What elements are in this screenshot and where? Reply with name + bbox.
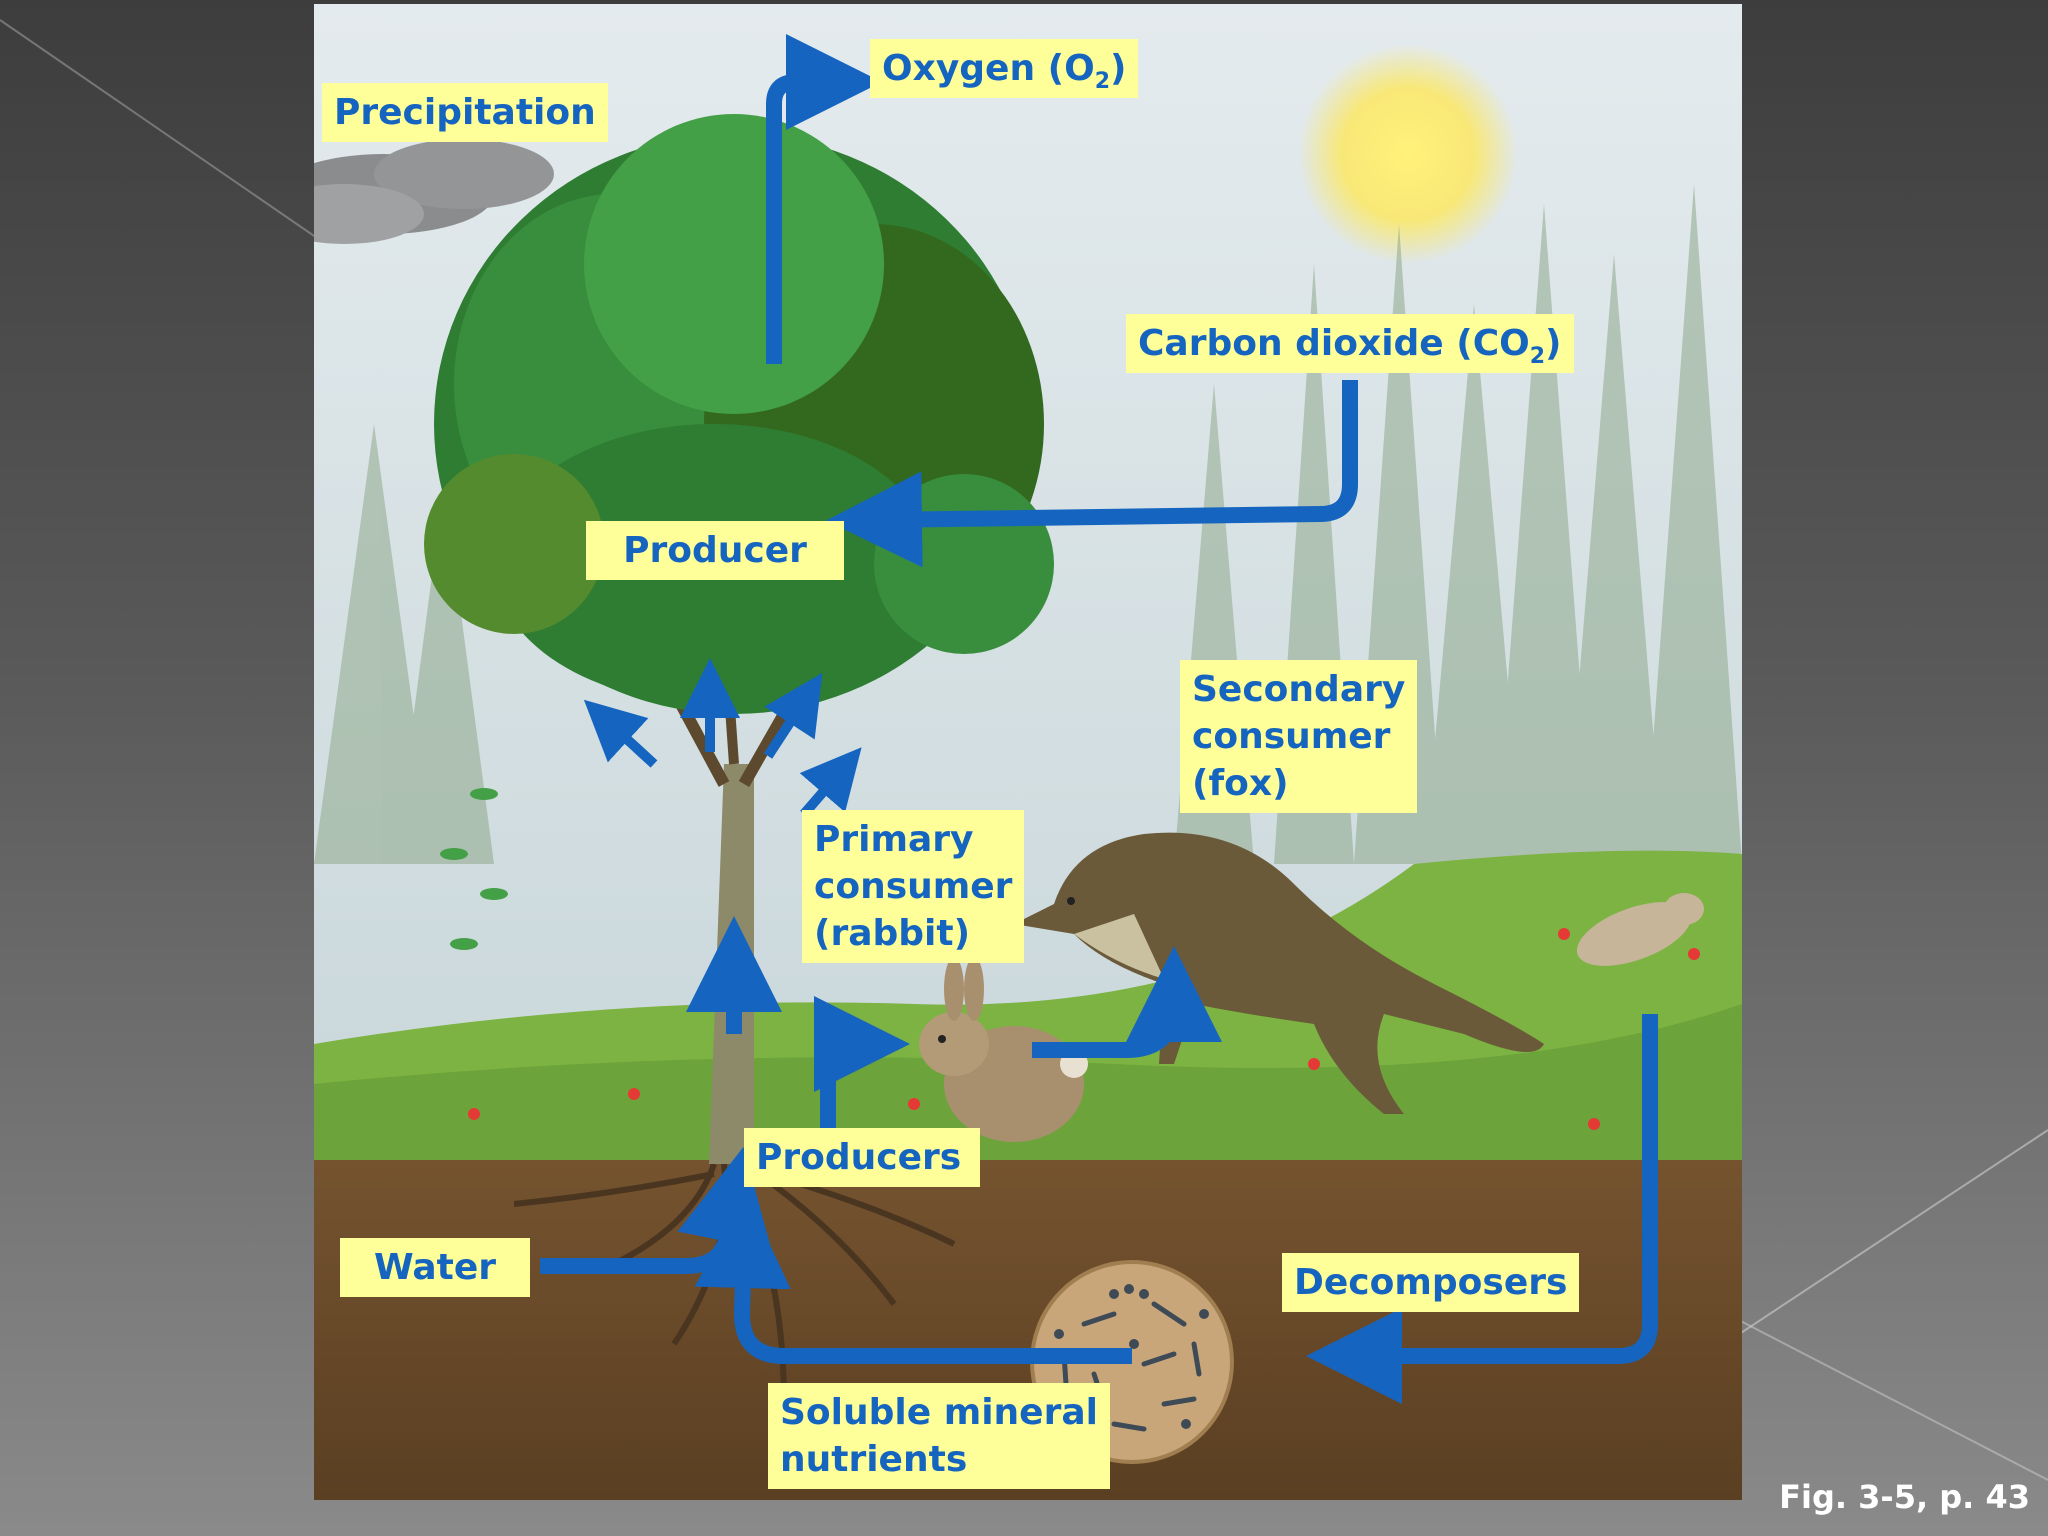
label-producers: Producers [744, 1128, 980, 1187]
primary-consumer-line-1: Primary [814, 819, 974, 860]
secondary-consumer-line-2: consumer [1192, 716, 1391, 757]
decomposer-arrow [1306, 1014, 1658, 1404]
figure-caption: Fig. 3-5, p. 43 [1779, 1478, 2030, 1516]
nutrients-arrow [694, 1192, 1132, 1364]
label-secondary-consumer: Secondary consumer (fox) [1180, 660, 1418, 813]
flow-arrows [540, 34, 1658, 1404]
primary-consumer-line-2: consumer [814, 866, 1013, 907]
soluble-minerals-line-1: Soluble mineral [780, 1392, 1098, 1433]
branch-arrow-left [583, 699, 658, 768]
secondary-consumer-line-1: Secondary [1192, 669, 1406, 710]
carbon-dioxide-close: ) [1545, 323, 1562, 364]
branch-arrow-right [763, 672, 823, 759]
sun-icon [1298, 44, 1518, 264]
label-water: Water [340, 1238, 530, 1297]
oxygen-arrow [766, 34, 882, 364]
soluble-minerals-line-2: nutrients [780, 1439, 968, 1480]
carbon-dioxide-arrow [826, 380, 1358, 568]
label-soluble-mineral-nutrients: Soluble mineral nutrients [768, 1383, 1110, 1489]
oxygen-text: Oxygen (O [882, 48, 1095, 89]
label-producer: Producer [586, 521, 844, 580]
label-primary-consumer: Primary consumer (rabbit) [802, 810, 1025, 963]
primary-consumer-line-3: (rabbit) [814, 913, 971, 954]
ecosystem-figure: Precipitation Oxygen (O2) Carbon dioxide… [314, 4, 1742, 1500]
producers-to-rabbit-arrow [814, 996, 910, 1128]
carbon-dioxide-subscript: 2 [1529, 344, 1546, 370]
carbon-dioxide-text: Carbon dioxide (CO [1138, 323, 1530, 364]
branch-arrow-lower-right [799, 747, 862, 818]
label-decomposers: Decomposers [1282, 1253, 1580, 1312]
secondary-consumer-line-3: (fox) [1192, 763, 1289, 804]
oxygen-close: ) [1110, 48, 1127, 89]
label-oxygen: Oxygen (O2) [870, 39, 1139, 98]
oxygen-subscript: 2 [1094, 69, 1111, 95]
label-carbon-dioxide: Carbon dioxide (CO2) [1126, 314, 1574, 373]
rabbit-to-fox-arrow [1032, 946, 1222, 1058]
cloud-icon [314, 139, 554, 244]
dead-rabbit-icon [1576, 893, 1704, 966]
label-precipitation: Precipitation [322, 83, 608, 142]
